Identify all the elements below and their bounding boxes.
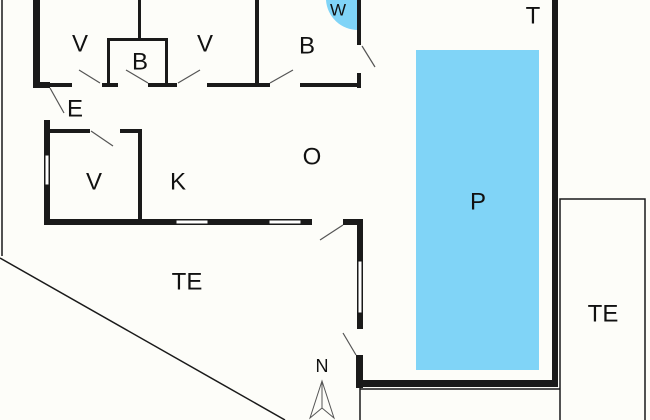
north-arrow-icon	[308, 379, 336, 420]
pool	[416, 50, 539, 370]
north-label: N	[316, 356, 329, 376]
room-label-v3: V	[86, 168, 102, 195]
north-arrow: N	[308, 356, 336, 420]
walls	[33, 0, 558, 388]
room-label-o: O	[303, 143, 322, 170]
room-label-v2: V	[197, 30, 213, 57]
wc-area	[326, 0, 358, 31]
room-label-te1: TE	[172, 268, 203, 295]
room-label-k: K	[170, 168, 186, 195]
room-label-b1: B	[132, 48, 148, 75]
room-label-v1: V	[72, 30, 88, 57]
room-label-p: P	[470, 188, 486, 215]
room-label-e: E	[67, 95, 83, 122]
room-label-t: T	[526, 2, 541, 29]
room-label-te2: TE	[588, 300, 619, 327]
room-label-b2: B	[299, 32, 315, 59]
room-label-w: W	[330, 0, 346, 19]
door-swings	[49, 45, 376, 356]
